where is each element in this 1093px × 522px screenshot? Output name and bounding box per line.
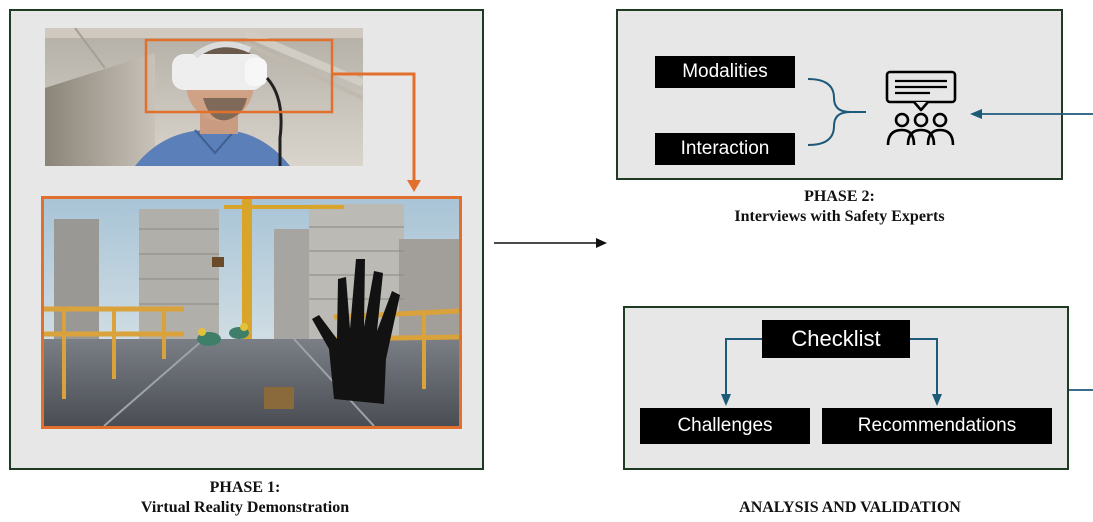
- interaction-label: Interaction: [655, 133, 795, 165]
- checklist-label: Checklist: [762, 320, 910, 358]
- phase2-subtitle: Interviews with Safety Experts: [734, 208, 945, 225]
- checklist-to-recommendations: [910, 338, 938, 396]
- highlight-arrow: [332, 72, 416, 182]
- analysis-caption: ANALYSIS AND VALIDATION: [739, 499, 961, 516]
- phase1-caption: PHASE 1: Virtual Reality Demonstration: [30, 478, 460, 518]
- vr-construction-scene-image: [41, 196, 462, 429]
- inputs-brace: [807, 78, 851, 146]
- phase2-title: PHASE 2:: [804, 188, 875, 205]
- checklist-to-challenges: [725, 338, 762, 396]
- modalities-label: Modalities: [655, 56, 795, 88]
- expert-discussion-icon: [885, 70, 957, 146]
- headset-highlight-box: [144, 38, 334, 114]
- phase2-caption: PHASE 2: Interviews with Safety Experts: [616, 187, 1063, 227]
- recommendations-label: Recommendations: [822, 408, 1052, 444]
- challenges-label: Challenges: [640, 408, 810, 444]
- phase1-subtitle: Virtual Reality Demonstration: [140, 499, 350, 516]
- phase1-title: PHASE 1:: [209, 479, 281, 496]
